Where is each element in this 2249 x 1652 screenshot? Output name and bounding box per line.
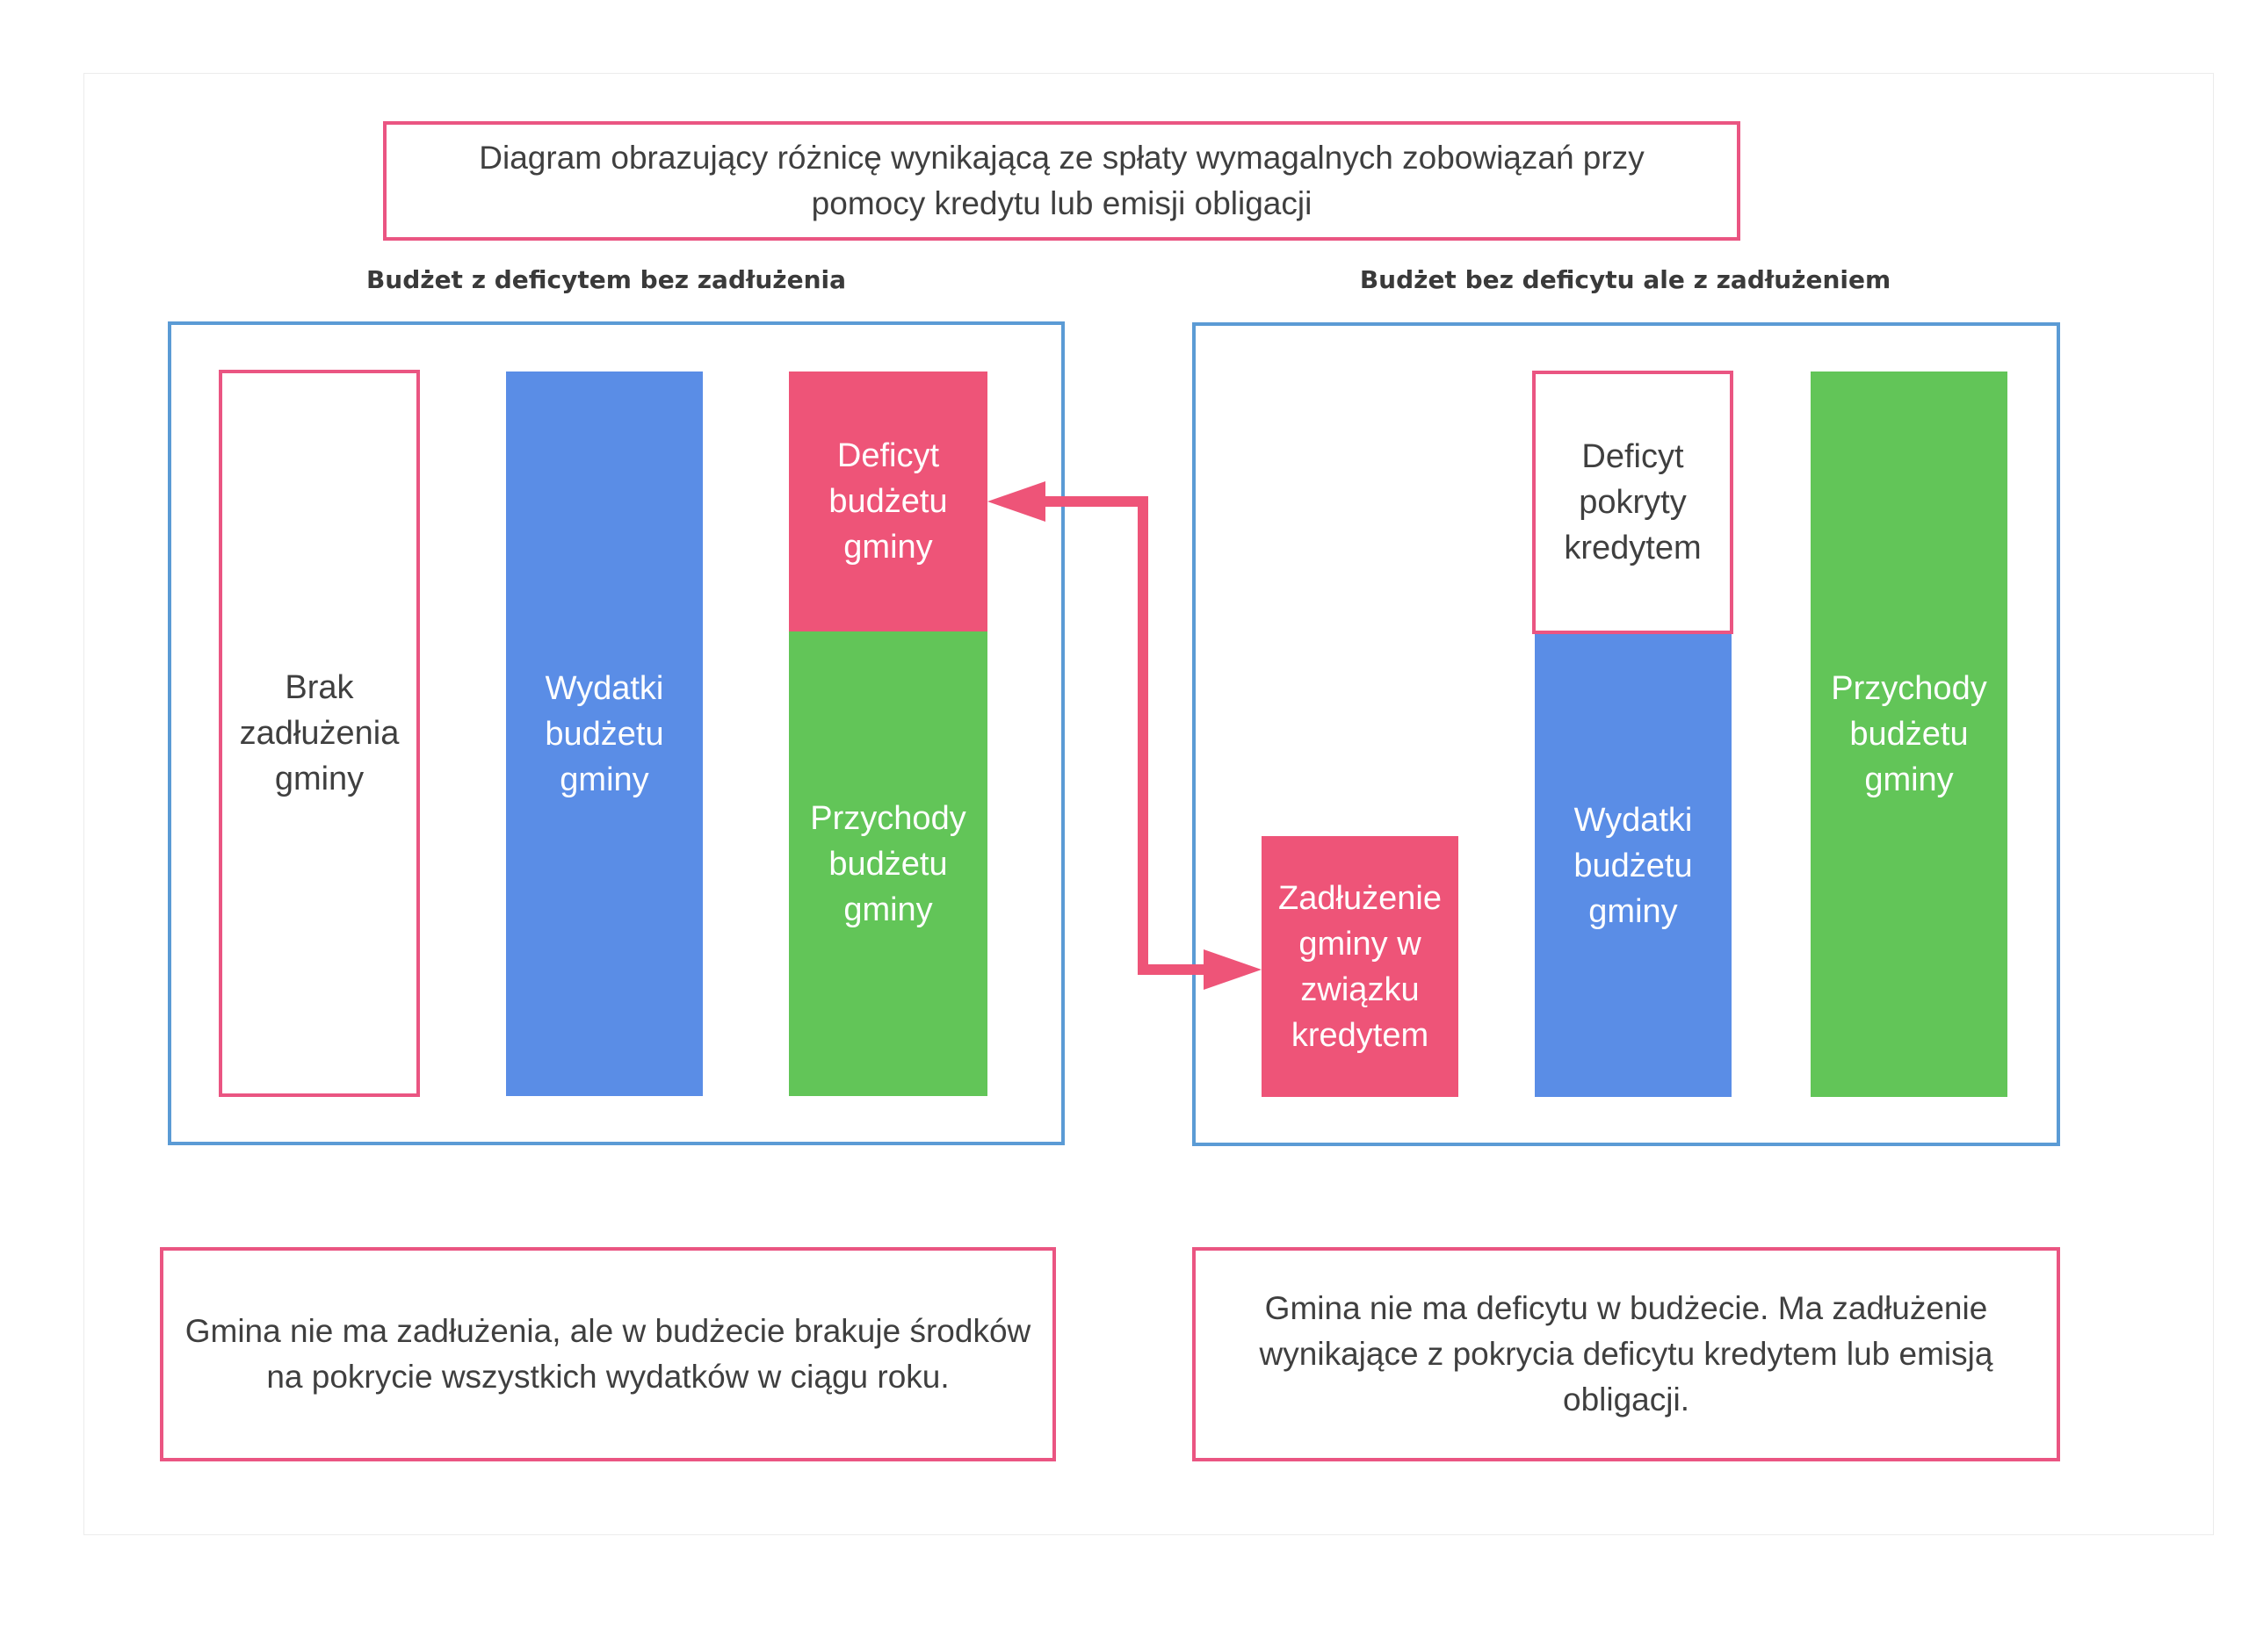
right-note-box: Gmina nie ma deficytu w budżecie. Ma zad… [1192, 1247, 2060, 1461]
bar-expenses-left: Wydatki budżetu gminy [506, 372, 703, 1096]
diagram-title-box: Diagram obrazujący różnicę wynikającą ze… [383, 121, 1740, 241]
bar-revenue-left: Przychody budżetu gminy [789, 631, 987, 1096]
right-panel [1192, 322, 2060, 1146]
right-note: Gmina nie ma deficytu w budżecie. Ma zad… [1259, 1290, 1993, 1418]
bar-deficit: Deficyt budżetu gminy [789, 372, 987, 631]
page-frame [83, 73, 2214, 1535]
bar-expenses-right: Wydatki budżetu gminy [1535, 634, 1732, 1097]
left-note: Gmina nie ma zadłużenia, ale w budżecie … [184, 1313, 1031, 1395]
arrow-head-left [987, 481, 1045, 522]
bar-debt-credit: Zadłużenie gminy w związku kredytem [1262, 836, 1458, 1097]
left-panel [168, 321, 1065, 1145]
diagram-title: Diagram obrazujący różnicę wynikającą ze… [479, 140, 1645, 221]
right-panel-heading: Budżet bez deficytu ale z zadłużeniem [1359, 265, 1891, 294]
bar-revenue-right: Przychody budżetu gminy [1811, 372, 2007, 1097]
arrow-head-right [1204, 949, 1262, 990]
left-note-box: Gmina nie ma zadłużenia, ale w budżecie … [160, 1247, 1056, 1461]
bar-no-debt: Brak zadłużenia gminy [219, 370, 420, 1097]
left-panel-heading: Budżet z deficytem bez zadłużenia [365, 265, 847, 294]
bar-deficit-covered: Deficyt pokryty kredytem [1532, 371, 1733, 634]
